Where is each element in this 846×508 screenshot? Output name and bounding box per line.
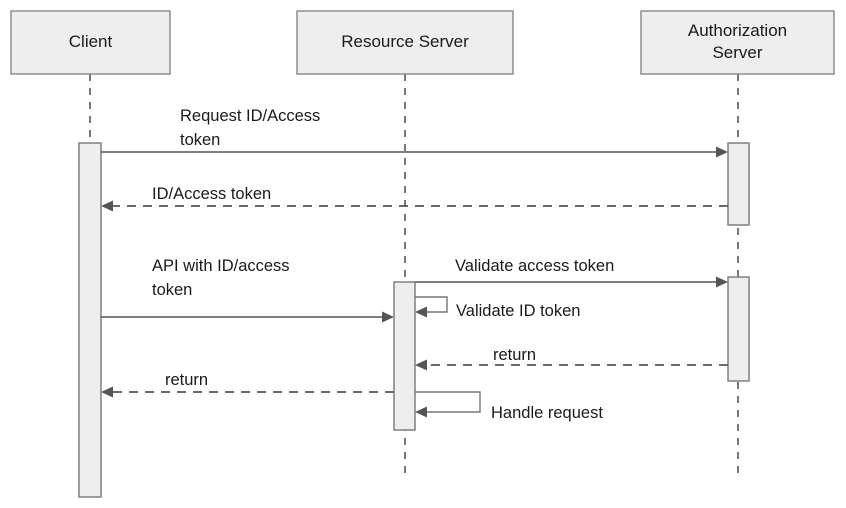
participant-label-authorization_server: Server: [712, 43, 762, 62]
message-api-with-id-access-token-label: token: [152, 281, 192, 299]
participant-resource_server: Resource Server: [296, 10, 514, 75]
message-request-id-access-token-arrowhead: [716, 146, 728, 158]
message-id-access-token-return: ID/Access token: [101, 185, 728, 212]
message-handle-request-self-arrowhead: [415, 406, 427, 418]
message-validate-access-token-label: Validate access token: [455, 257, 614, 275]
message-return-resource-to-client: return: [101, 371, 394, 398]
participant-box-authorization_server: [640, 10, 835, 75]
message-validate-id-token-self: Validate ID token: [415, 296, 580, 320]
message-api-with-id-access-token-label: API with ID/access: [152, 257, 290, 275]
activation-client: [78, 142, 102, 498]
participant-box-resource_server: [296, 10, 514, 75]
message-id-access-token-return-arrowhead: [101, 200, 113, 212]
message-validate-access-token-arrowhead: [716, 276, 728, 288]
message-api-with-id-access-token-arrowhead: [382, 311, 394, 323]
message-validate-id-token-self-label: Validate ID token: [456, 302, 580, 320]
participant-label-client: Client: [69, 32, 113, 51]
message-handle-request-self-label: Handle request: [491, 404, 603, 422]
message-api-with-id-access-token: API with ID/access token: [101, 257, 394, 323]
message-validate-id-token-self-arrowhead: [415, 306, 427, 318]
message-handle-request-self-path: [415, 391, 481, 413]
participant-label-authorization_server: Authorization: [688, 21, 787, 40]
message-return-auth-to-resource-label: return: [493, 346, 536, 364]
message-return-resource-to-client-label: return: [165, 371, 208, 389]
message-request-id-access-token: Request ID/Access token: [101, 107, 728, 158]
activation-authorization-server-1: [727, 142, 750, 226]
message-return-resource-to-client-arrowhead: [101, 386, 113, 398]
participant-label-resource_server: Resource Server: [341, 32, 469, 51]
message-validate-access-token: Validate access token: [415, 257, 728, 288]
message-return-auth-to-resource: return: [415, 346, 728, 371]
activation-authorization-server-2: [727, 276, 750, 382]
activation-resource-server: [393, 281, 416, 431]
participant-client: Client: [10, 10, 171, 75]
activations-layer: [78, 142, 750, 498]
message-id-access-token-return-label: ID/Access token: [152, 185, 271, 203]
participant-box-client: [10, 10, 171, 75]
message-request-id-access-token-label: Request ID/Access: [180, 107, 320, 125]
message-validate-id-token-self-path: [415, 296, 448, 313]
message-return-auth-to-resource-arrowhead: [415, 359, 427, 371]
message-request-id-access-token-label: token: [180, 131, 220, 149]
message-handle-request-self: Handle request: [415, 391, 603, 422]
